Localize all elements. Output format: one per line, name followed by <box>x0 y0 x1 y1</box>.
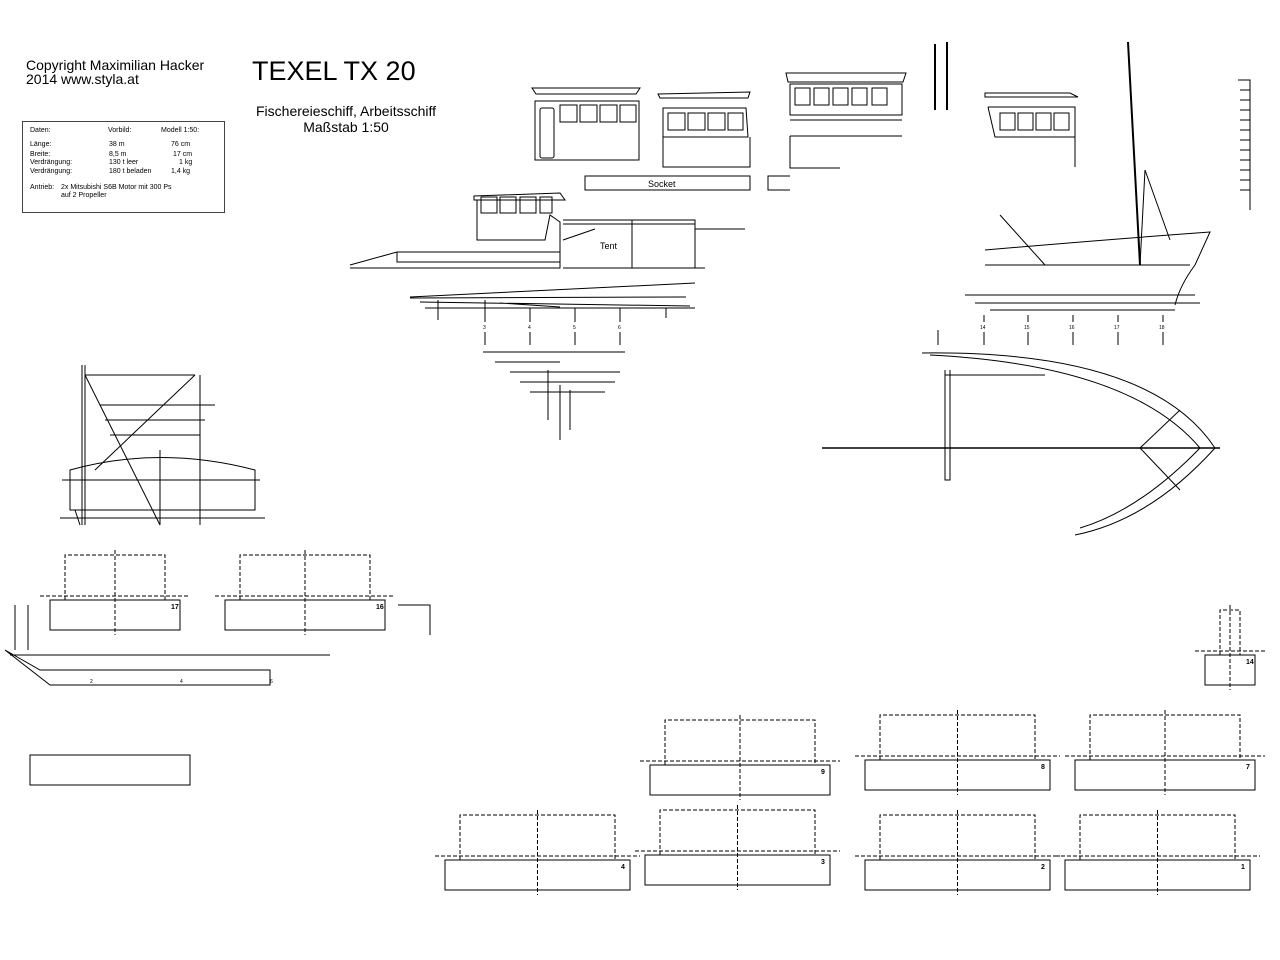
frame-guide-lines <box>435 810 640 895</box>
table-cell: Verdrängung: <box>30 159 73 166</box>
table-cell: 130 t leer <box>109 159 139 166</box>
frame-guide-lines <box>855 810 1060 895</box>
frame-guide-lines <box>215 550 395 635</box>
table-cell: Verdrängung: <box>30 168 73 175</box>
frame-part: 7 <box>1065 710 1265 795</box>
frame-part: 17 <box>40 550 190 635</box>
frame-number-label: 17 <box>171 604 179 611</box>
subtitle-type: Fischereieschiff, Arbeitsschiff <box>256 103 437 119</box>
specs-table: Daten: Vorbild: Modell 1:50: Länge: 38 m… <box>22 121 225 213</box>
outrigger-plan <box>822 352 1220 536</box>
socket-label: Socket <box>648 179 676 189</box>
header-cell: Daten: <box>30 127 51 134</box>
frame-part: 8 <box>855 710 1060 795</box>
keel-strip: 2 4 6 <box>4 604 431 686</box>
frame-number-label: 3 <box>821 859 825 866</box>
frame-part: 9 <box>640 715 840 800</box>
side-view: Tent 3 4 5 6 <box>349 192 745 440</box>
keel-number: 6 <box>270 679 273 685</box>
bow-view: 14 15 16 17 18 <box>937 41 1211 345</box>
frame-part: 1 <box>1055 810 1260 895</box>
frame-number: 6 <box>618 325 621 331</box>
frame-guide-lines <box>635 805 840 890</box>
frame-number: 5 <box>573 325 576 331</box>
header-cell: Vorbild: <box>108 127 132 134</box>
copyright-text: Copyright Maximilian Hacker 2014 www.sty… <box>26 58 204 86</box>
table-cell: 1,4 kg <box>171 168 191 175</box>
frame-number: 18 <box>1159 325 1165 331</box>
header-cell: Modell 1:50: <box>161 127 200 134</box>
drive-value: 2x Mitsubishi S6B Motor mit 300 Ps <box>61 184 172 191</box>
frame-part: 3 <box>635 805 840 890</box>
drive-value-2: auf 2 Propeller <box>61 192 107 199</box>
copyright-line: Copyright Maximilian Hacker <box>26 57 205 73</box>
table-cell: 38 m <box>109 141 125 148</box>
frame-number-label: 16 <box>376 604 384 611</box>
frame-guide-lines <box>1195 605 1265 690</box>
frame-number-label: 2 <box>1041 864 1045 871</box>
frame-part: 16 <box>215 550 395 635</box>
tent-label: Tent <box>600 241 618 251</box>
frame-number: 4 <box>528 325 531 331</box>
front-view <box>60 365 265 526</box>
socket-part <box>584 175 751 191</box>
frame-guide-lines <box>640 715 840 800</box>
frame-part: 2 <box>855 810 1060 895</box>
frame-guide-lines <box>40 550 190 635</box>
subtitle: Fischereieschiff, Arbeitsschiff Maßstab … <box>256 103 436 135</box>
frame-guide-lines <box>1055 810 1260 895</box>
frame-parts: 17 16 14 9 8 7 4 3 2 1 <box>29 550 1265 895</box>
frame-number: 3 <box>483 325 486 331</box>
frame-number: 14 <box>980 325 986 331</box>
frame-guide-lines <box>855 710 1060 795</box>
frame-number-label: 8 <box>1041 764 1045 771</box>
keel-number: 2 <box>90 679 93 685</box>
keel-number: 4 <box>180 679 183 685</box>
table-cell: 17 cm <box>173 151 193 158</box>
frame-number-label: 14 <box>1246 659 1254 666</box>
copyright-website: 2014 www.styla.at <box>26 71 139 87</box>
table-cell: 1 kg <box>179 159 193 166</box>
frame-guide-lines <box>1065 710 1265 795</box>
page-title: TEXEL TX 20 <box>252 56 416 86</box>
table-cell: 76 cm <box>171 141 191 148</box>
wheelhouse-parts: Socket <box>531 42 1251 210</box>
table-cell: 180 t beladen <box>109 168 152 175</box>
table-cell: Breite: <box>30 151 51 158</box>
frame-number: 16 <box>1069 325 1075 331</box>
subtitle-scale: Maßstab 1:50 <box>303 119 389 135</box>
frame-number-label: 4 <box>621 864 625 871</box>
frame-number: 17 <box>1114 325 1120 331</box>
frame-number-label: 1 <box>1241 864 1245 871</box>
frame-part: 14 <box>1195 605 1265 690</box>
drive-label: Antrieb: <box>30 184 55 191</box>
frame-number: 15 <box>1024 325 1030 331</box>
frame-number-label: 7 <box>1246 764 1250 771</box>
table-cell: Länge: <box>30 141 52 148</box>
frame-outline <box>29 754 191 786</box>
table-cell: 8,5 m <box>109 151 127 158</box>
frame-number-label: 9 <box>821 769 825 776</box>
frame-part: 4 <box>435 810 640 895</box>
